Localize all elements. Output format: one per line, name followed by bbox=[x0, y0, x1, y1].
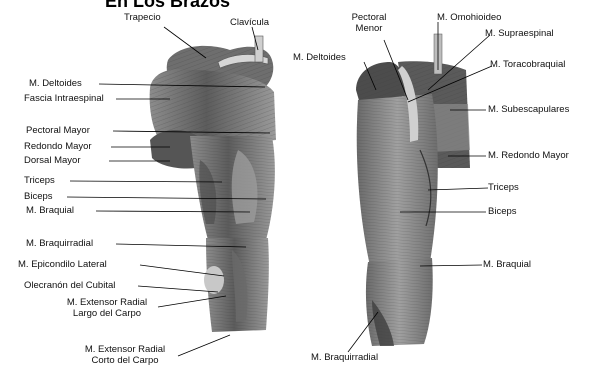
label-pectoral-mayor: Pectoral Mayor bbox=[26, 125, 90, 136]
label-fascia-intraespinal: Fascia Intraespinal bbox=[24, 93, 104, 104]
label-redondo-mayor: Redondo Mayor bbox=[24, 141, 92, 152]
label-biceps-left: Biceps bbox=[24, 191, 53, 202]
label-pectoral-menor-line2: Menor bbox=[340, 23, 398, 34]
label-redondo-mayor-right: M. Redondo Mayor bbox=[488, 150, 569, 161]
label-deltoides-right: M. Deltoides bbox=[293, 52, 346, 63]
label-epicondilo-lateral: M. Epicondilo Lateral bbox=[18, 259, 107, 270]
label-braquial-left: M. Braquial bbox=[26, 205, 74, 216]
label-deltoides: M. Deltoides bbox=[29, 78, 82, 89]
label-biceps-right: Biceps bbox=[488, 206, 517, 217]
label-extensor-largo-line2: Largo del Carpo bbox=[52, 308, 162, 319]
label-dorsal-mayor: Dorsal Mayor bbox=[24, 155, 81, 166]
label-braquirradial-left: M. Braquirradial bbox=[26, 238, 93, 249]
label-pectoral-menor-line1: Pectoral bbox=[340, 12, 398, 23]
label-triceps-right: Triceps bbox=[488, 182, 519, 193]
label-extensor-corto-line2: Corto del Carpo bbox=[70, 355, 180, 366]
right-arm-illustration bbox=[356, 34, 470, 346]
label-extensor-largo: M. Extensor Radial Largo del Carpo bbox=[52, 297, 162, 319]
label-braquirradial-right: M. Braquirradial bbox=[311, 352, 378, 363]
label-triceps-left: Triceps bbox=[24, 175, 55, 186]
label-braquial-right: M. Braquial bbox=[483, 259, 531, 270]
label-extensor-largo-line1: M. Extensor Radial bbox=[52, 297, 162, 308]
label-olecranon-cubital: Olecranón del Cubital bbox=[24, 280, 115, 291]
label-omohioideo: M. Omohioideo bbox=[437, 12, 501, 23]
label-trapecio: Trapecio bbox=[124, 12, 161, 23]
label-pectoral-menor: Pectoral Menor bbox=[340, 12, 398, 34]
label-toracobraquial: M. Toracobraquial bbox=[490, 59, 565, 70]
label-extensor-corto: M. Extensor Radial Corto del Carpo bbox=[70, 344, 180, 366]
label-subescapulares: M. Subescapulares bbox=[488, 104, 569, 115]
label-extensor-corto-line1: M. Extensor Radial bbox=[70, 344, 180, 355]
label-supraespinal: M. Supraespinal bbox=[485, 28, 554, 39]
left-arm-illustration bbox=[150, 36, 276, 332]
label-clavicula: Clavícula bbox=[230, 17, 269, 28]
